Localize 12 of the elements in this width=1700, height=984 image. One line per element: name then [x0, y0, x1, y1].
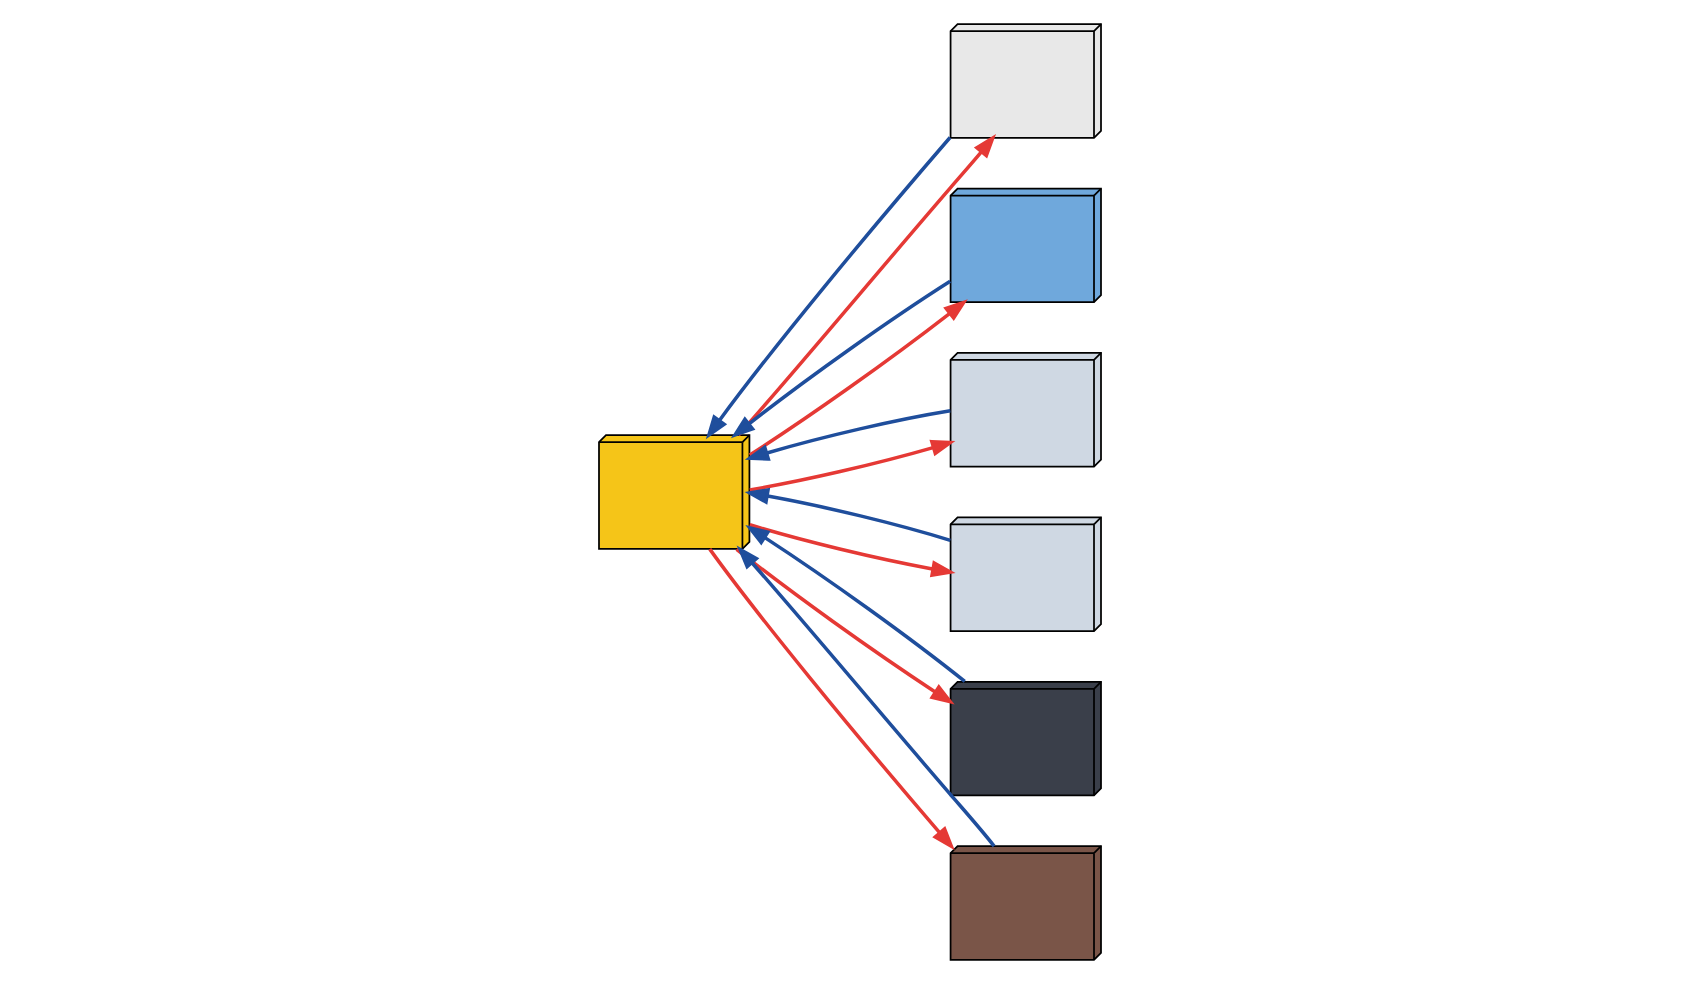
arrow [749, 439, 956, 492]
arrow [748, 299, 968, 457]
arrow [749, 523, 956, 578]
arrow [745, 525, 966, 683]
arrow [736, 545, 996, 848]
arrow [708, 548, 955, 851]
arrow [730, 279, 952, 439]
arrow [744, 487, 951, 543]
arrow [744, 409, 951, 461]
arrow [737, 134, 997, 437]
arrow [735, 547, 955, 705]
arrow [705, 136, 952, 440]
